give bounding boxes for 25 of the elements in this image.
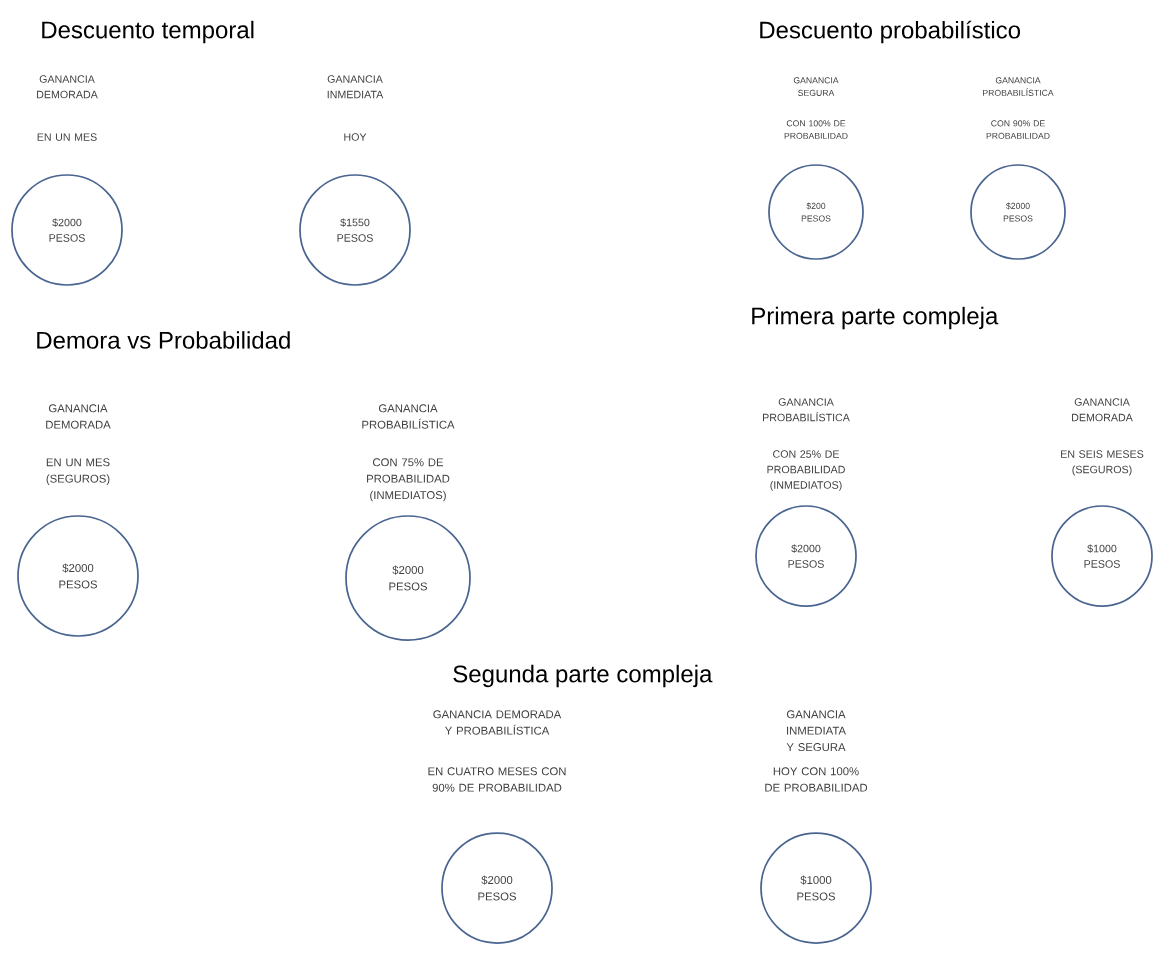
caption-text: CON 75% DE PROBABILIDAD (INMEDIATOS): [367, 458, 450, 502]
caption-text: EN SEIS MESES (SEGUROS): [1061, 450, 1144, 476]
section-heading: Descuento probabilístico: [760, 20, 1020, 44]
section-heading: Demora vs Probabilidad: [37, 331, 290, 349]
caption-text: CON 90% DE PROBABILIDAD: [986, 120, 1050, 139]
caption-text: EN CUATRO MESES CON 90% DE PROBABILIDAD: [428, 767, 566, 792]
section-heading: Primera parte compleja: [752, 306, 999, 330]
caption-text: GANANCIA SEGURA: [793, 77, 839, 96]
caption-text: HOY CON 100% DE PROBABILIDAD: [765, 767, 868, 792]
section-heading: Descuento temporal: [42, 20, 254, 44]
caption-text: GANANCIA DEMORADA Y PROBABILÍSTICA: [433, 710, 562, 735]
caption-text: GANANCIA PROBABILÍSTICA: [983, 77, 1054, 96]
caption-text: EN UN MES (SEGUROS): [46, 458, 110, 485]
section-heading: Segunda parte compleja: [453, 664, 713, 688]
caption-text: GANANCIA INMEDIATA Y SEGURA: [786, 710, 846, 752]
caption-text: GANANCIA PROBABILÍSTICA: [362, 404, 455, 429]
caption-text: GANANCIA INMEDIATA: [327, 75, 384, 99]
caption-text: HOY: [344, 133, 367, 141]
caption-text: CON 100% DE PROBABILIDAD: [784, 120, 848, 139]
caption-text: GANANCIA DEMORADA: [46, 404, 111, 429]
caption-text: EN UN MES: [37, 133, 97, 141]
caption-text: GANANCIA DEMORADA: [37, 75, 98, 99]
caption-text: CON 25% DE PROBABILIDAD (INMEDIATOS): [767, 450, 845, 491]
caption-text: GANANCIA DEMORADA: [1072, 398, 1133, 422]
caption-text: GANANCIA PROBABILÍSTICA: [763, 398, 850, 422]
